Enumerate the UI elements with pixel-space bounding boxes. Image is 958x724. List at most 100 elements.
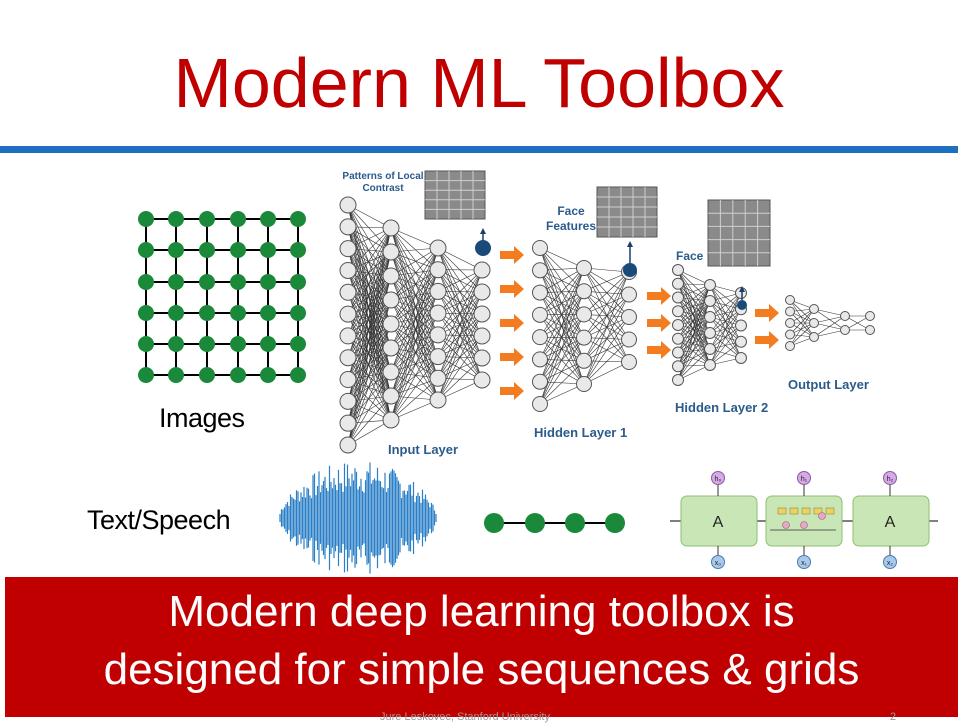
- title-rule: [0, 146, 958, 153]
- nn-edge: [347, 313, 392, 373]
- nn-node: [339, 349, 357, 367]
- nn-edge: [390, 227, 439, 292]
- nn-edge: [347, 227, 392, 424]
- nn-edge: [347, 299, 392, 358]
- nn-node: [704, 295, 716, 307]
- nn-edge: [583, 290, 630, 340]
- nn-edge: [539, 336, 585, 385]
- grid-node: [168, 367, 184, 383]
- nn-node: [809, 304, 819, 314]
- rnn-input-label: x₁: [801, 560, 808, 567]
- nn-node: [672, 332, 684, 345]
- rnn-pointwise-op: [818, 512, 826, 520]
- nn-edge: [390, 251, 439, 292]
- rnn-cell: [765, 495, 843, 547]
- nn-edge: [347, 357, 392, 421]
- nn-edge: [390, 227, 439, 270]
- nn-edge: [390, 291, 439, 325]
- nn-node: [576, 329, 592, 346]
- nn-edge: [390, 269, 439, 373]
- grid-node: [199, 242, 215, 258]
- nn-edge: [583, 291, 630, 363]
- nn-edge: [583, 294, 630, 385]
- nn-edge: [390, 251, 439, 336]
- feature-thumbnail: [707, 199, 771, 267]
- nn-edge: [677, 324, 711, 366]
- nn-edge: [390, 269, 439, 325]
- nn-edge: [347, 292, 392, 349]
- nn-node: [621, 354, 637, 370]
- rnn-cell: [852, 495, 930, 547]
- grid-node: [199, 274, 215, 290]
- grid-node: [138, 242, 154, 258]
- nn-edge: [539, 337, 585, 405]
- nn-edge: [347, 275, 392, 337]
- nn-node: [339, 371, 357, 389]
- nn-edge: [390, 247, 439, 277]
- nn-edge: [813, 329, 846, 338]
- nn-highlight-node: [737, 300, 747, 310]
- banner-line-1: Modern deep learning toolbox is: [168, 587, 795, 636]
- nn-edge: [390, 275, 439, 336]
- nn-edge: [347, 251, 392, 446]
- nn-edge: [347, 347, 392, 402]
- nn-edge: [583, 361, 630, 385]
- orange-arrow: [647, 314, 671, 332]
- nn-edge: [539, 383, 585, 405]
- nn-edge: [390, 275, 439, 357]
- grid-node: [168, 211, 184, 227]
- nn-node: [473, 349, 491, 367]
- output-layer-label: Output Layer: [788, 377, 869, 392]
- nn-edge: [347, 292, 392, 373]
- nn-edge: [390, 334, 439, 373]
- input-layer-label: Input Layer: [388, 442, 459, 457]
- nn-edge: [347, 226, 392, 301]
- rnn-pointwise-op: [800, 521, 808, 529]
- nn-node: [576, 352, 592, 369]
- nn-node: [672, 305, 684, 318]
- nn-node: [672, 291, 684, 304]
- chain-node: [565, 513, 585, 533]
- nn-edge: [347, 270, 392, 349]
- nn-edge: [347, 275, 392, 358]
- nn-node: [576, 260, 592, 276]
- nn-node: [339, 414, 357, 432]
- nn-edge: [583, 339, 630, 385]
- nn-node: [532, 396, 548, 412]
- nn-edge: [677, 284, 711, 339]
- nn-node: [429, 261, 447, 279]
- nn-edge: [347, 335, 392, 421]
- rnn-output-node: [797, 471, 811, 485]
- grid-node: [199, 367, 215, 383]
- nn-node: [704, 327, 716, 339]
- nn-edge: [347, 299, 392, 402]
- nn-edge: [539, 267, 585, 382]
- grid-node: [260, 274, 276, 290]
- nn-edge: [347, 395, 392, 446]
- nn-edge: [583, 314, 630, 363]
- nn-edge: [583, 271, 630, 315]
- rnn-pointwise-op: [782, 521, 790, 529]
- nn-edge: [347, 275, 392, 315]
- nn-edge: [347, 357, 392, 397]
- nn-node: [840, 311, 850, 321]
- nn-node: [785, 341, 795, 351]
- nn-edge: [709, 325, 742, 366]
- nn-edge: [539, 270, 585, 361]
- nn-edge: [390, 347, 439, 379]
- nn-edge: [390, 312, 439, 373]
- nn-edge: [677, 311, 711, 334]
- nn-edge: [583, 271, 630, 292]
- nn-edge: [347, 251, 392, 293]
- nn-edge: [583, 271, 630, 338]
- nn-edge: [539, 247, 585, 338]
- nn-edge: [677, 311, 711, 350]
- nn-node: [672, 264, 684, 276]
- nn-edge: [789, 308, 815, 347]
- nn-node: [704, 279, 716, 291]
- nn-edge: [677, 284, 711, 312]
- nn-edge: [390, 299, 439, 357]
- nn-edge: [539, 270, 585, 338]
- grid-node: [260, 367, 276, 383]
- nn-node: [704, 311, 716, 323]
